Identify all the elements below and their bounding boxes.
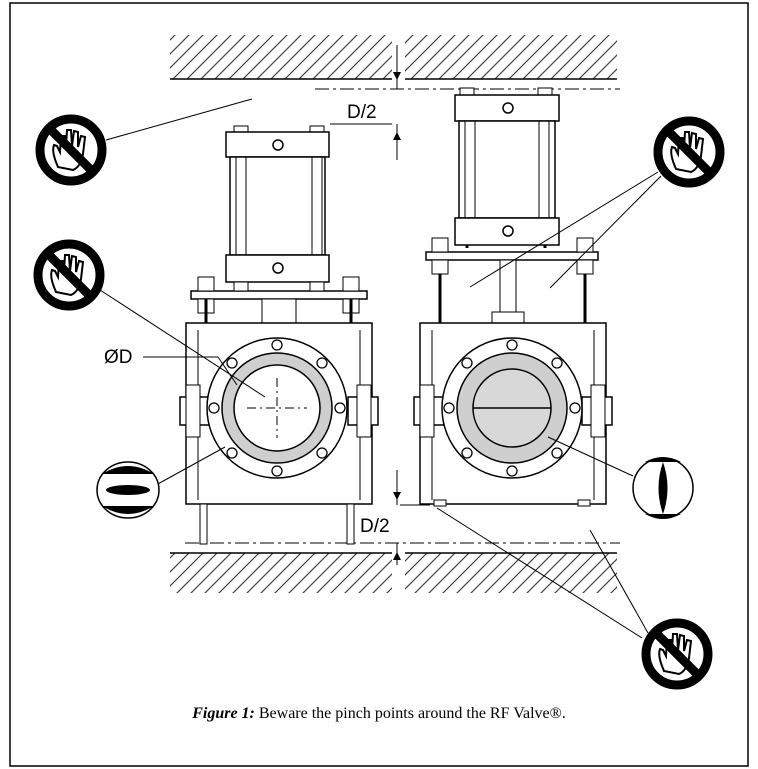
dim-label-top: D/2 (347, 102, 377, 123)
caption-figure-number: Figure 1: (192, 705, 255, 722)
no-hands-warning-icon (646, 623, 708, 685)
closed-sleeve-icon (632, 457, 694, 519)
caption-text: Beware the pinch points around the RF Va… (258, 705, 566, 722)
bottom-wall-right (405, 553, 617, 593)
no-hands-warning-icon (658, 121, 720, 183)
left-valve (179, 125, 379, 545)
no-hands-warning-icon (38, 244, 100, 306)
figure-border (9, 2, 749, 767)
right-valve (413, 87, 613, 507)
top-wall-right (405, 35, 617, 79)
open-sleeve-icon (96, 461, 160, 519)
figure-caption: Figure 1: Beware the pinch points around… (10, 705, 748, 723)
dim-label-bottom: D/2 (360, 516, 390, 537)
bottom-wall-left (170, 553, 392, 593)
no-hands-warning-icon (40, 119, 102, 181)
diameter-label: ØD (104, 347, 133, 368)
top-wall-left (170, 35, 392, 79)
